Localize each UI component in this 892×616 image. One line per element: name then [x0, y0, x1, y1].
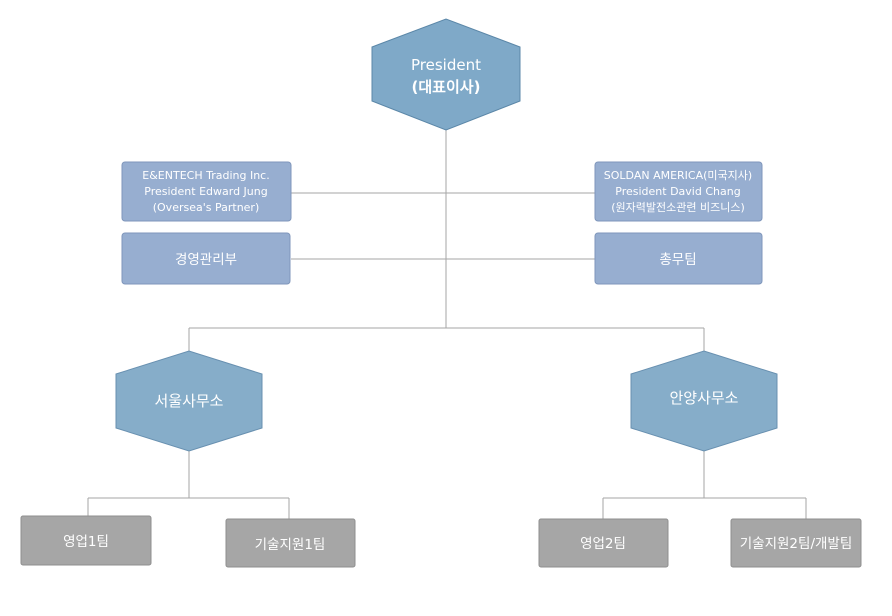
anyang-team-2-box [730, 518, 862, 568]
anyang-office-label: 안양사무소 [669, 389, 738, 407]
partner-left-president: President Edward Jung [144, 185, 267, 198]
department-left-node: 경영관리부 [121, 232, 291, 285]
partner-left-note: (Oversea's Partner) [153, 201, 260, 214]
seoul-office-hexagon [115, 350, 263, 452]
anyang-team-1-label: 영업2팀 [580, 536, 626, 552]
partner-right-president: President David Chang [615, 185, 740, 198]
anyang-office-hexagon [630, 350, 778, 452]
partner-left-company: E&ENTECH Trading Inc. [142, 169, 269, 182]
anyang-team-1-node: 영업2팀 [538, 518, 669, 568]
department-right-label: 총무팀 [659, 252, 696, 268]
partner-left-node: E&ENTECH Trading Inc. President Edward J… [121, 161, 292, 222]
partner-right-box [594, 161, 763, 222]
seoul-office-label: 서울사무소 [154, 392, 223, 410]
department-left-label: 경영관리부 [175, 252, 237, 268]
president-title: President [411, 56, 481, 74]
seoul-office-node: 서울사무소 [115, 350, 263, 452]
department-right-box [594, 232, 763, 285]
partner-right-node: SOLDAN AMERICA(미국지사) President David Cha… [594, 161, 763, 222]
president-title-korean: (대표이사) [412, 78, 481, 96]
partner-left-box [121, 161, 292, 222]
seoul-team-1-box [20, 515, 152, 566]
anyang-team-1-box [538, 518, 669, 568]
partner-right-company: SOLDAN AMERICA(미국지사) [604, 169, 752, 182]
president-node: President (대표이사) [371, 18, 521, 131]
anyang-office-node: 안양사무소 [630, 350, 778, 452]
seoul-team-1-label: 영업1팀 [63, 534, 109, 550]
partner-right-note: (원자력발전소관련 비즈니스) [611, 201, 745, 214]
seoul-team-2-node: 기술지원1팀 [225, 518, 356, 568]
president-hexagon [371, 18, 521, 131]
seoul-team-2-box [225, 518, 356, 568]
department-left-box [121, 232, 291, 285]
seoul-team-2-label: 기술지원1팀 [255, 537, 326, 553]
seoul-team-1-node: 영업1팀 [20, 515, 152, 566]
anyang-team-2-node: 기술지원2팀/개발팀 [730, 518, 862, 568]
anyang-team-2-label: 기술지원2팀/개발팀 [740, 536, 853, 552]
department-right-node: 총무팀 [594, 232, 763, 285]
connector-lines [87, 130, 807, 519]
